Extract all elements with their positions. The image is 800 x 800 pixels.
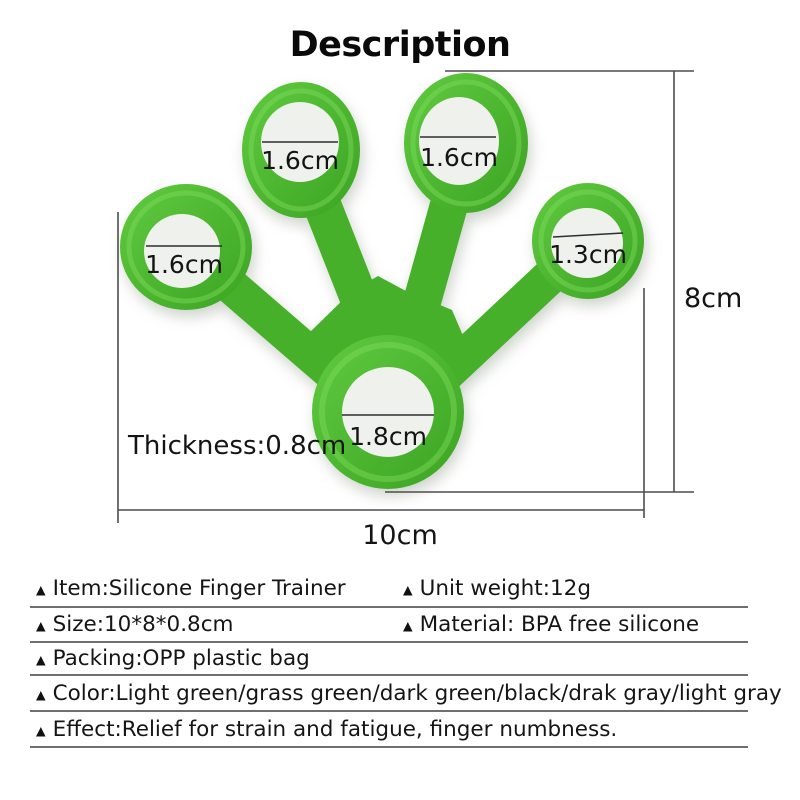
spec-text: Size:10*8*0.8cm [52,612,234,637]
spec-text: Item:Silicone Finger Trainer [52,575,346,601]
spec-text: Effect:Relief for strain and fatigue, fi… [52,716,618,742]
spec-text: Unit weight:12g [419,575,591,601]
spec-cell: ▲ Color:Light green/grass green/dark gre… [30,681,782,706]
spec-cell: ▲ Size:10*8*0.8cm [30,612,397,637]
ring-sheen [319,342,457,482]
spec-cell: ▲ Item:Silicone Finger Trainer [30,576,397,601]
ring-measure-lines [146,136,624,416]
width-label: 10cm [362,520,438,551]
spec-cell: ▲ Packing:OPP plastic bag [30,646,310,671]
spec-row: ▲ Size:10*8*0.8cm ▲ Material: BPA free s… [30,608,748,643]
ring-size-label: 1.6cm [261,146,339,175]
ring-hole [342,367,434,457]
spec-cell: ▲ Unit weight:12g [397,576,591,601]
thickness-label: Thickness:0.8cm [128,431,347,461]
height-label: 8cm [684,283,743,314]
spec-text: Packing:OPP plastic bag [52,646,310,671]
ring-size-label: 1.6cm [420,143,498,172]
spec-row: ▲ Color:Light green/grass green/dark gre… [30,676,782,712]
spec-cell: ▲ Material: BPA free silicone [397,612,699,637]
spec-cell: ▲ Effect:Relief for strain and fatigue, … [30,717,617,742]
ring-size-label: 1.3cm [549,240,627,269]
finger-ring-1 [120,184,252,310]
dimension-lines [117,70,694,523]
page-title: Description [289,25,511,65]
bullet-triangle-icon: ▲ [36,581,46,597]
ring-sheen [248,88,354,212]
bullet-triangle-icon: ▲ [403,618,413,633]
ring-measure-line [552,232,624,238]
bullet-triangle-icon: ▲ [36,652,46,667]
ring-size-label: 1.8cm [349,422,427,451]
bullet-triangle-icon: ▲ [36,686,46,702]
bullet-triangle-icon: ▲ [36,618,46,633]
finger-ring-5 [312,335,464,489]
ring-hole [551,208,623,278]
finger-trainer-illustration [120,73,644,489]
ring-sheen [126,190,246,304]
spec-table: ▲ Item:Silicone Finger Trainer ▲ Unit we… [30,570,782,748]
bullet-triangle-icon: ▲ [36,722,46,738]
spec-text: Color:Light green/grass green/dark green… [52,680,782,706]
finger-ring-4 [532,183,644,299]
spec-row: ▲ Packing:OPP plastic bag [30,643,748,676]
spec-row: ▲ Effect:Relief for strain and fatigue, … [30,712,748,748]
spec-row: ▲ Item:Silicone Finger Trainer ▲ Unit we… [30,570,748,608]
bullet-triangle-icon: ▲ [403,581,413,597]
ring-size-label: 1.6cm [145,250,223,279]
ring-sheen [538,189,638,293]
ring-hole [419,97,499,185]
spec-text: Material: BPA free silicone [419,612,700,637]
ring-hole [144,214,220,288]
finger-ring-3 [404,73,528,213]
ring-sheen [410,79,522,207]
